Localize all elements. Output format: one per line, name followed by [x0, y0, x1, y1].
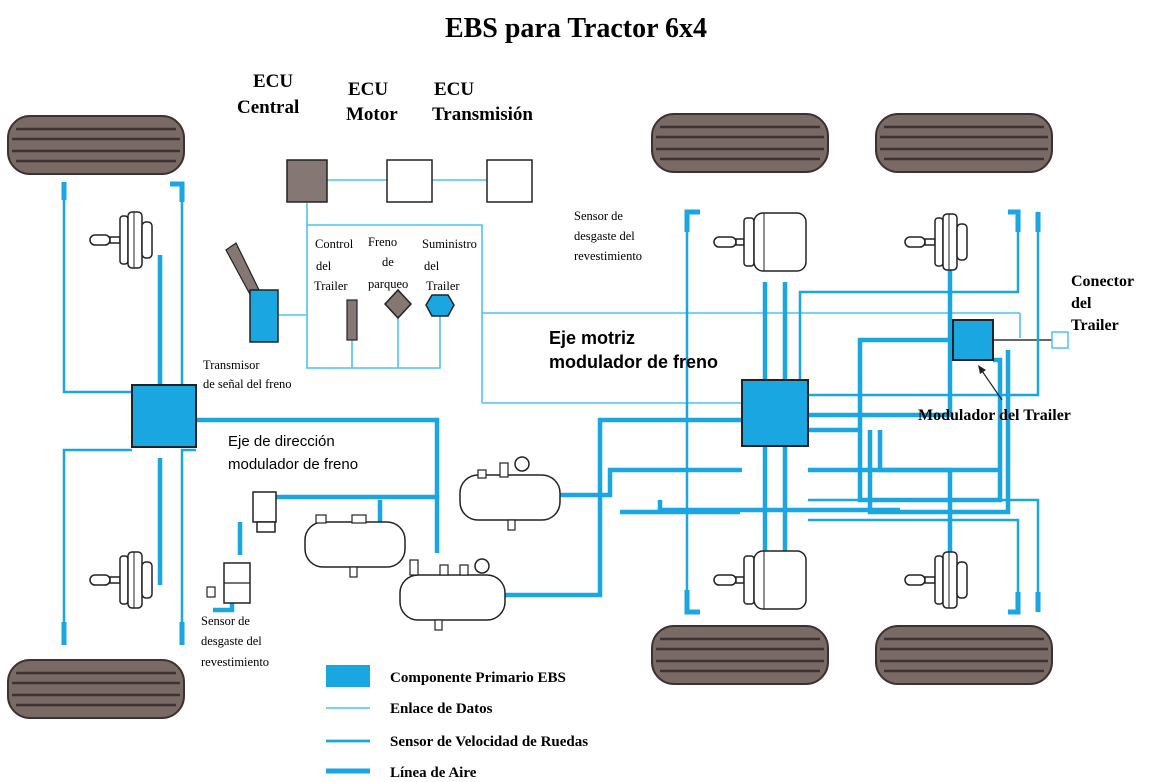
legend: Componente Primario EBS Enlace de Datos … [326, 665, 588, 781]
trailer-connector [1051, 331, 1069, 349]
conector-trailer-label-3: Trailer [1071, 317, 1119, 334]
conector-trailer-label-2: del [1071, 295, 1092, 312]
modulador-trailer-label: Modulador del Trailer [918, 407, 1071, 424]
ecu-central-box [286, 159, 328, 203]
eje-direccion-label-2: modulador de freno [228, 456, 358, 473]
brake-front-left-top [89, 211, 153, 269]
steering-axle-modulator [252, 491, 277, 533]
diagram-title: EBS para Tractor 6x4 [445, 13, 707, 44]
ecu-motor-label-2: Motor [346, 104, 398, 125]
ecu-transmision-box [486, 159, 533, 203]
suministro-trailer-label-1: Suministro [422, 237, 477, 251]
ecu-central-label-2: Central [237, 97, 299, 118]
front-axle-module [131, 384, 197, 448]
sensor-brackets [61, 181, 1041, 645]
legend-label-data-link: Enlace de Datos [390, 701, 493, 717]
data-links [278, 179, 1052, 404]
legend-label-air-line: Línea de Aire [390, 765, 477, 781]
brake-signal-transmitter [225, 242, 279, 343]
legend-swatch-box [326, 665, 370, 687]
brake-front-left-bottom [89, 551, 153, 609]
ecu-motor-box [386, 159, 433, 203]
suministro-trailer-label-2: del [424, 259, 440, 273]
sensor-desgaste-top-1: Sensor de [574, 209, 623, 223]
tire-rear-2-bottom [874, 624, 1054, 686]
lining-wear-sensor-device [206, 562, 251, 604]
sensor-desgaste-bottom-2: desgaste del [201, 634, 262, 648]
freno-parqueo-label-3: parqueo [368, 277, 408, 291]
brake-rear-1-top [713, 212, 807, 272]
tire-rear-2-top [874, 112, 1054, 174]
control-trailer-label-1: Control [315, 237, 354, 251]
parking-brake-valve [383, 288, 413, 320]
ecu-transmision-label-1: ECU [434, 79, 474, 100]
ecu-central-label-1: ECU [253, 71, 293, 92]
legend-label-primary: Componente Primario EBS [390, 670, 566, 686]
brake-chambers [89, 211, 968, 610]
air-tank-1 [459, 456, 561, 531]
brake-rear-2-bottom [904, 551, 968, 609]
control-trailer-label-3: Trailer [314, 279, 348, 293]
sensor-desgaste-bottom-3: revestimiento [201, 655, 269, 669]
tire-front-left-top [6, 114, 186, 176]
sensor-desgaste-bottom-1: Sensor de [201, 614, 250, 628]
tire-front-left-bottom [6, 658, 186, 720]
freno-parqueo-label-2: de [382, 255, 394, 269]
trailer-control-valve [346, 299, 358, 341]
eje-direccion-label-1: Eje de dirección [228, 433, 335, 450]
sensor-desgaste-top-2: desgaste del [574, 229, 635, 243]
tire-rear-1-top [650, 112, 830, 174]
control-trailer-label-2: del [316, 259, 332, 273]
brake-rear-1-bottom [713, 550, 807, 610]
ecu-transmision-label-2: Transmisión [432, 104, 533, 125]
ecu-motor-label-1: ECU [348, 79, 388, 100]
suministro-trailer-label-3: Trailer [426, 279, 460, 293]
trailer-modulator [952, 319, 994, 361]
air-tank-3 [399, 558, 506, 631]
trailer-supply-valve [425, 294, 455, 317]
brake-rear-2-top [904, 213, 968, 271]
conector-trailer-label-1: Conector [1071, 273, 1134, 290]
transmisor-label-2: de señal del freno [203, 377, 292, 391]
air-tank-2 [304, 514, 406, 578]
trailer-modulator-arrow [978, 365, 1003, 401]
legend-label-speed-sensor: Sensor de Velocidad de Ruedas [390, 734, 588, 750]
sensor-desgaste-top-3: revestimiento [574, 249, 642, 263]
transmisor-label-1: Transmisor [203, 358, 260, 372]
air-lines [157, 255, 1011, 613]
freno-parqueo-label-1: Freno [368, 235, 397, 249]
tire-rear-1-bottom [650, 624, 830, 686]
eje-motriz-label-1: Eje motriz [549, 328, 635, 348]
drive-axle-modulator [741, 379, 809, 447]
eje-motriz-label-2: modulador de freno [549, 352, 718, 372]
